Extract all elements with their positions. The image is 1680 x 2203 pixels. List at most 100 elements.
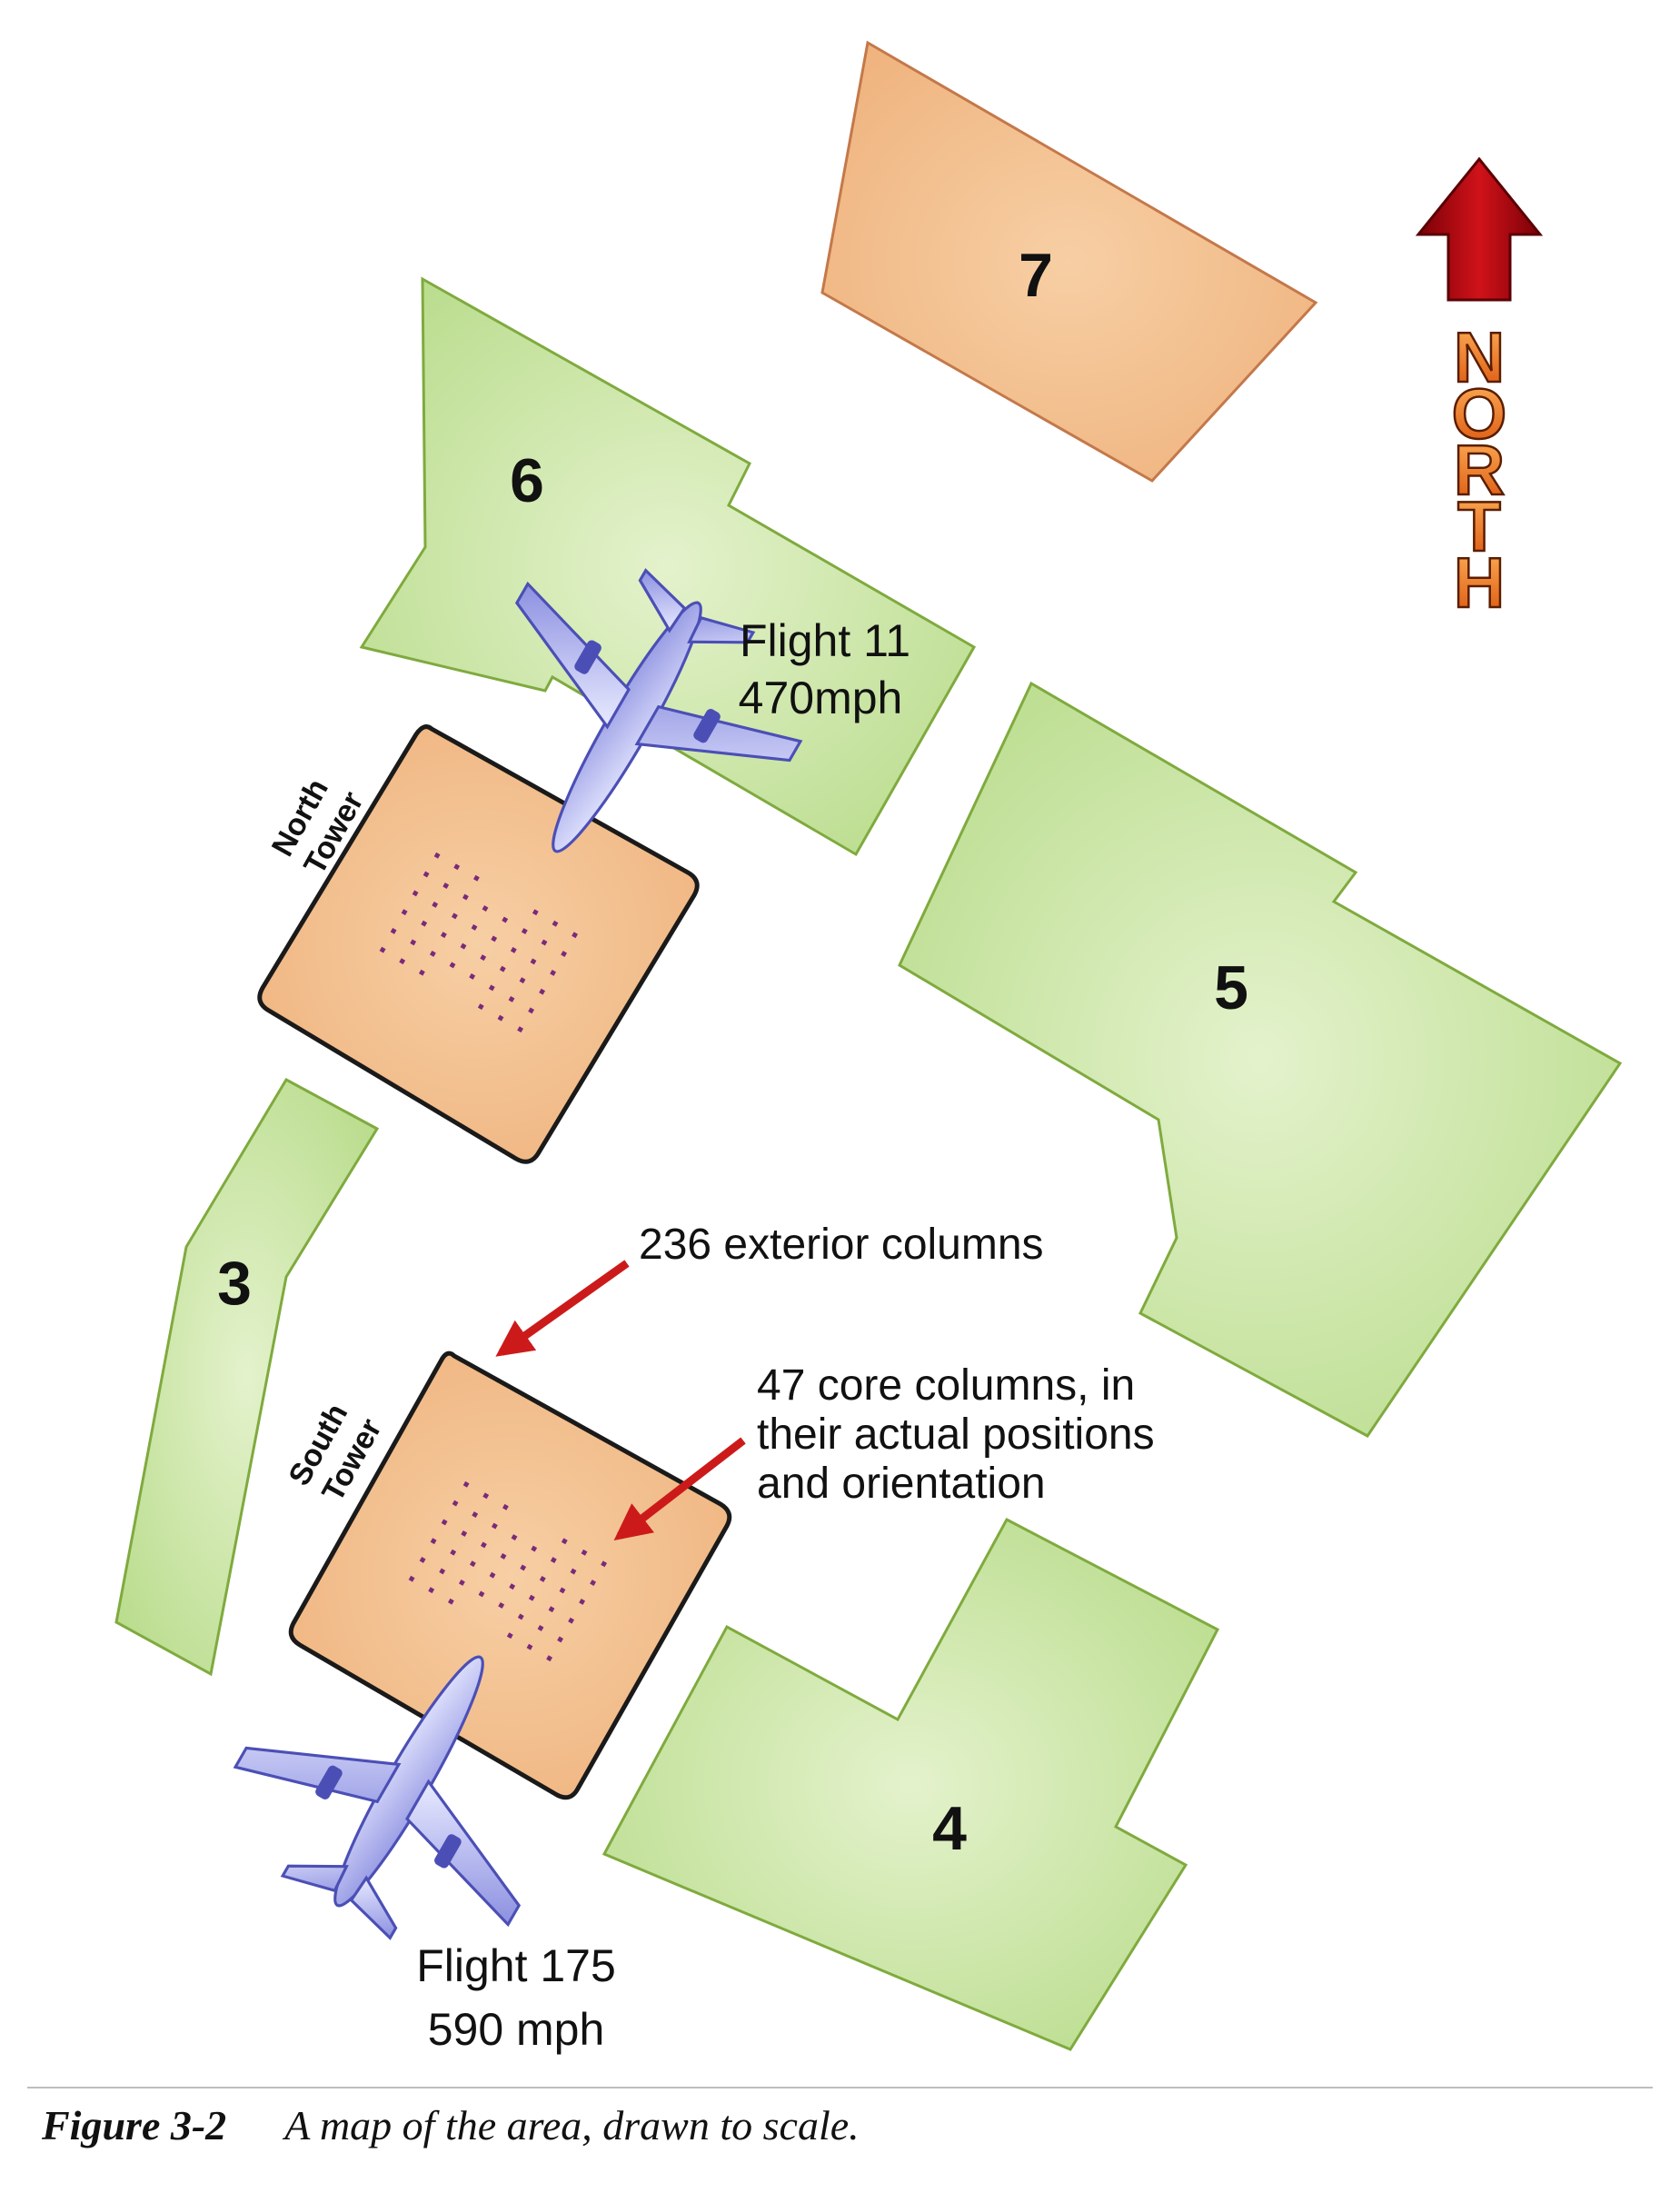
core-column-dot (482, 1492, 490, 1500)
core-column-dot (517, 1026, 524, 1033)
core-column-dot (561, 951, 568, 958)
core-column-dot (430, 1538, 437, 1545)
core-column-dot (472, 1511, 479, 1519)
core-column-dot (428, 1587, 435, 1594)
core-column-dot (453, 863, 461, 871)
north-letter: R (1454, 430, 1505, 510)
core-column-dot (528, 1007, 535, 1014)
figure-number: Figure 3-2 (42, 2102, 227, 2148)
core-column-dot (439, 1568, 446, 1575)
core-column-dot (517, 1613, 524, 1620)
core-column-dot (477, 1003, 484, 1011)
core-column-dot (539, 988, 546, 995)
core-column-dot (526, 1643, 533, 1650)
core-column-dot (461, 1530, 468, 1537)
core-column-dot (557, 1636, 564, 1643)
core-column-dot (489, 1571, 496, 1579)
core-column-dot (491, 1522, 498, 1530)
building-7-label: 7 (1019, 241, 1053, 310)
core-column-dot (537, 1624, 544, 1631)
core-column-dot (541, 939, 548, 946)
core-column-dot (499, 965, 506, 972)
core-column-dot (422, 871, 430, 878)
figure-caption-text: A map of the area, drawn to scale. (284, 2102, 860, 2148)
core-column-dot (480, 954, 487, 962)
core-column-dot (498, 1601, 505, 1609)
core-column-dot (469, 1560, 476, 1568)
core-column-dot (506, 1632, 513, 1640)
core-column-dot (432, 901, 439, 908)
core-column-dot (502, 916, 509, 923)
core-column-dot (500, 1552, 507, 1560)
core-column-dot (469, 972, 476, 980)
core-column-dot (509, 1583, 516, 1590)
figure-caption: Figure 3-2 A map of the area, drawn to sc… (42, 2101, 860, 2149)
core-column-dot (497, 1014, 504, 1022)
core-column-dot (511, 1534, 518, 1541)
exterior-columns-callout: 236 exterior columns (495, 1221, 1044, 1357)
core-column-dot (532, 909, 539, 916)
flight-11-name: Flight 11 (740, 615, 910, 666)
core-column-dot (480, 1541, 487, 1549)
core-column-dot (579, 1598, 586, 1605)
north-letter: H (1454, 543, 1505, 623)
core-columns-arrow (613, 1437, 746, 1540)
core-column-dot (520, 1564, 527, 1571)
core-column-dot (421, 920, 428, 927)
core-column-dot (519, 977, 526, 984)
exterior-columns-arrow (495, 1260, 630, 1357)
building-4-label: 4 (932, 1794, 967, 1863)
exterior-columns-label: 236 exterior columns (639, 1221, 1044, 1269)
core-column-dot (401, 909, 408, 916)
core-column-dot (482, 905, 489, 912)
core-column-dot (449, 962, 456, 969)
core-column-dot (510, 946, 517, 953)
core-column-dot (546, 1655, 553, 1662)
core-column-dot (390, 927, 397, 934)
core-column-dot (550, 1557, 557, 1564)
core-column-dot (561, 1538, 568, 1545)
core-column-dot (590, 1580, 597, 1587)
core-column-dot (601, 1560, 608, 1568)
south-tower: South Tower (282, 1351, 732, 1800)
core-column-dot (433, 852, 441, 859)
core-column-dot (452, 1500, 459, 1507)
core-column-dot (539, 1575, 546, 1582)
south-tower-core-columns (408, 1480, 608, 1662)
building-7: 7 (820, 40, 1318, 483)
core-columns-label-line3: and orientation (757, 1460, 1046, 1508)
core-column-dot (458, 1579, 465, 1586)
core-column-dot (559, 1587, 566, 1594)
core-column-dot (528, 1594, 535, 1601)
caption-divider (27, 2087, 1653, 2088)
core-column-dot (521, 928, 528, 935)
core-column-dot (418, 969, 425, 976)
flight-11-plane-icon (514, 568, 803, 853)
core-column-dot (450, 1549, 457, 1556)
north-arrow-icon (1415, 156, 1544, 302)
core-column-dot (548, 1606, 555, 1613)
flight-175-plane-icon (233, 1655, 522, 1940)
core-column-dot (508, 995, 515, 1002)
core-column-dot (491, 935, 498, 942)
flight-175-name: Flight 175 (416, 1940, 616, 1991)
building-6: 6 (359, 276, 977, 857)
core-columns-label-line1: 47 core columns, in (757, 1361, 1135, 1410)
core-column-dot (379, 946, 386, 953)
core-column-dot (471, 923, 478, 931)
core-column-dot (412, 890, 419, 897)
north-letter: T (1457, 486, 1501, 566)
core-columns-callout: 47 core columns, in their actual positio… (613, 1361, 1155, 1540)
building-4: 4 (601, 1517, 1220, 2051)
north-letter: N (1454, 317, 1505, 397)
building-6-label: 6 (510, 446, 544, 515)
core-column-dot (572, 932, 579, 939)
core-column-dot (550, 969, 557, 976)
core-column-dot (451, 912, 458, 920)
core-column-dot (410, 939, 417, 946)
core-column-dot (460, 942, 467, 950)
core-column-dot (408, 1575, 415, 1582)
core-column-dot (441, 1519, 448, 1526)
